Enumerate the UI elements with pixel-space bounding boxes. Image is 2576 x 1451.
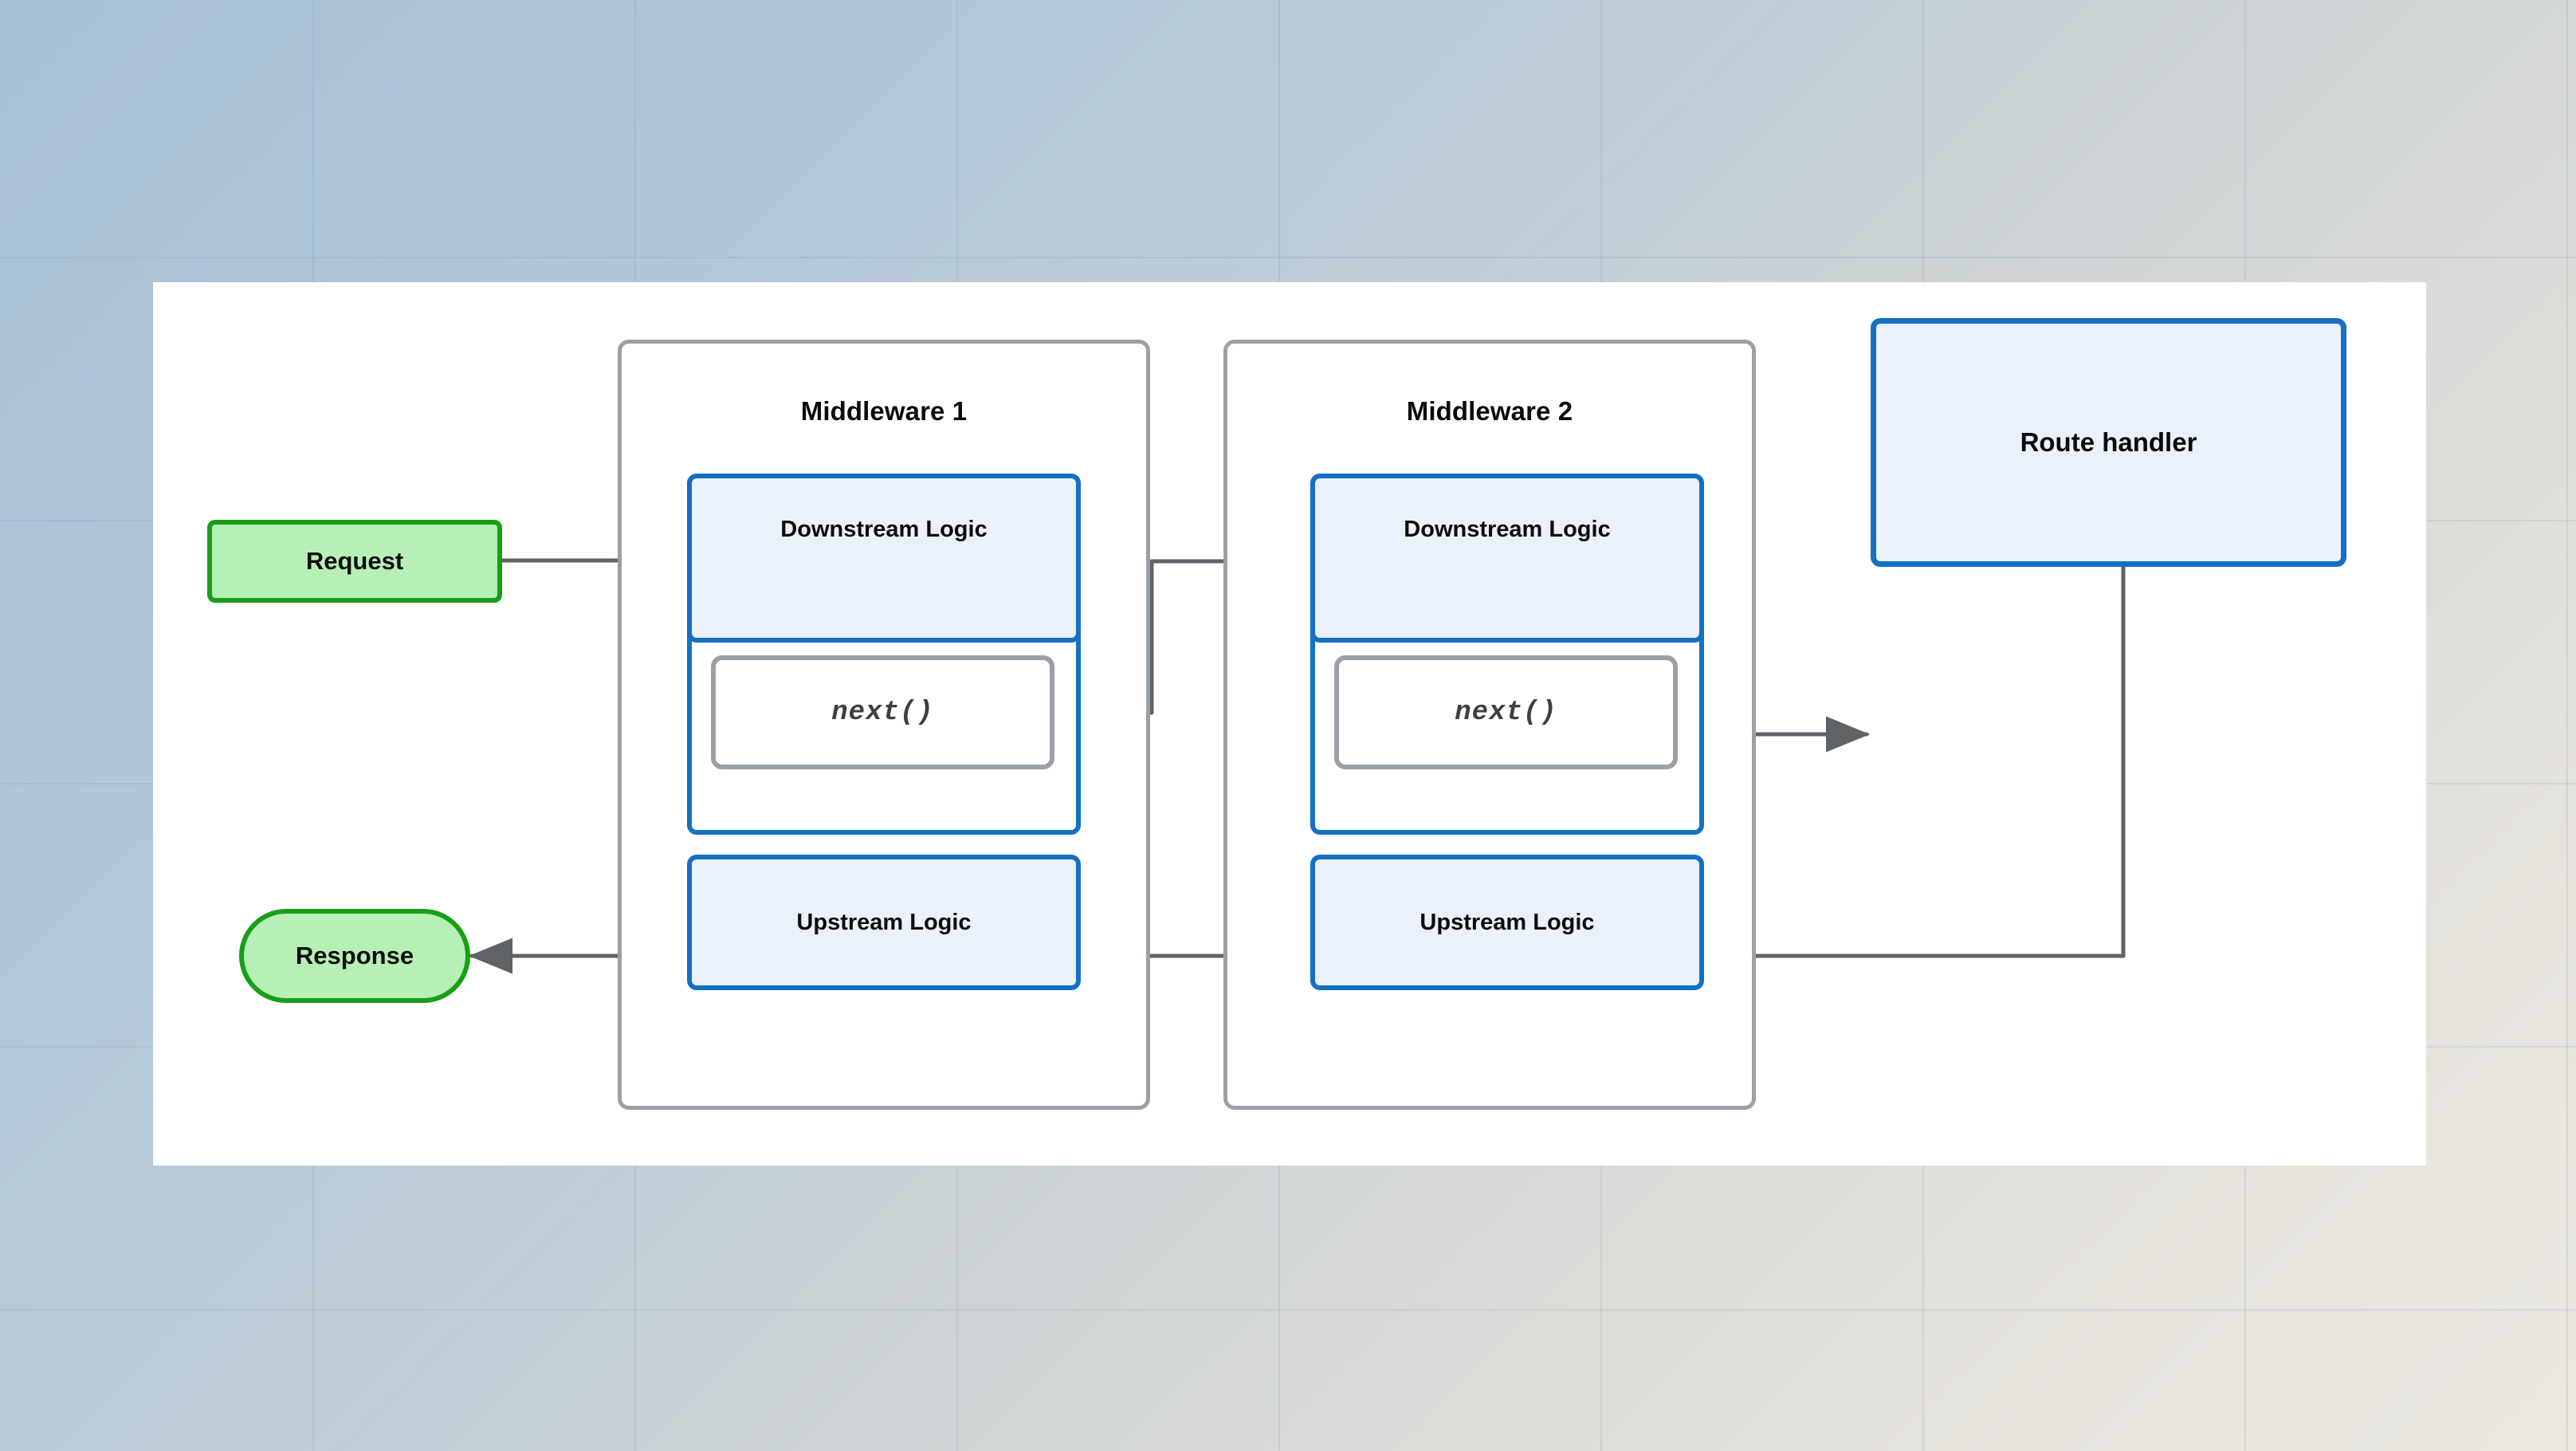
node-upstream-logic-2[interactable]: Upstream Logic xyxy=(1310,855,1704,990)
node-route-handler-label: Route handler xyxy=(2020,427,2197,457)
node-upstream-logic-1-label: Upstream Logic xyxy=(796,909,972,935)
node-next-2[interactable]: next() xyxy=(1334,655,1678,769)
node-upstream-logic-2-label: Upstream Logic xyxy=(1420,909,1595,935)
node-upstream-logic-1[interactable]: Upstream Logic xyxy=(687,855,1081,990)
node-downstream-logic-2[interactable]: Downstream Logic xyxy=(1310,474,1704,643)
node-response[interactable]: Response xyxy=(239,909,470,1003)
node-downstream-logic-1-label: Downstream Logic xyxy=(780,517,988,542)
node-response-label: Response xyxy=(295,942,414,969)
node-next-2-label: next() xyxy=(1455,697,1557,728)
node-downstream-logic-2-label: Downstream Logic xyxy=(1404,517,1611,542)
node-request-label: Request xyxy=(305,547,404,575)
node-next-1[interactable]: next() xyxy=(711,655,1054,769)
subgraph-middleware-1-title: Middleware 1 xyxy=(800,396,968,426)
node-next-1-label: next() xyxy=(831,697,934,728)
node-downstream-logic-1-body xyxy=(687,474,1081,835)
node-route-handler[interactable]: Route handler xyxy=(1871,318,2346,567)
node-request[interactable]: Request xyxy=(207,520,502,603)
subgraph-middleware-2-title: Middleware 2 xyxy=(1406,396,1573,426)
node-downstream-logic-2-body xyxy=(1310,474,1704,835)
diagram-canvas: Middleware 1 Downstream Logic next() Ups… xyxy=(153,282,2426,1166)
